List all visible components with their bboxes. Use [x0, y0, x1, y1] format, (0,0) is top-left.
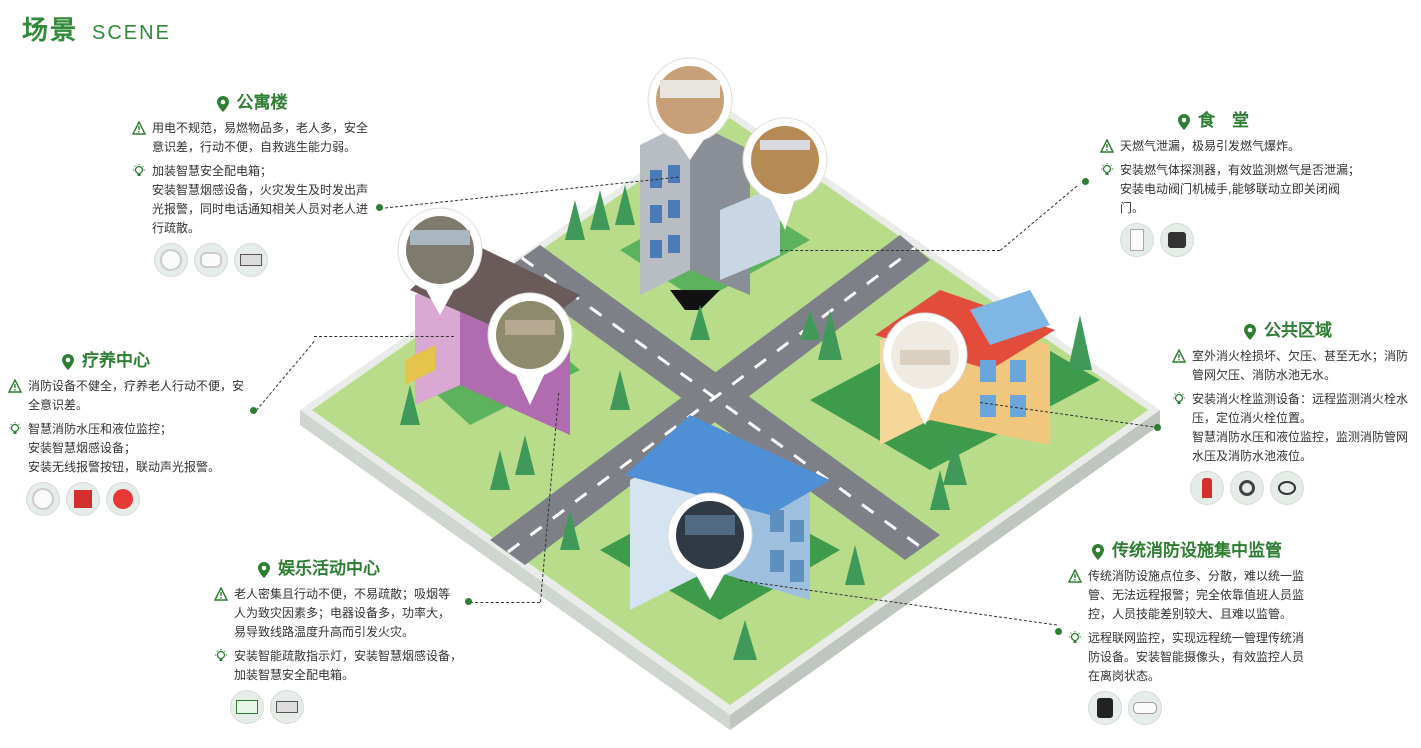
location-pin-icon	[216, 95, 229, 112]
panel-entertainment: 娱乐活动中心 老人密集且行动不便，不易疏散；吸烟等 人为致灾因素多；电器设备多，…	[214, 560, 464, 724]
lightbulb-icon	[1069, 631, 1081, 643]
panel-title-canteen: 食 堂	[1178, 112, 1360, 131]
location-pin-icon	[1092, 543, 1104, 560]
panel-title-care: 疗养中心	[62, 352, 248, 371]
distribution-box-icon	[234, 243, 268, 277]
callout-dot-canteen	[1082, 178, 1089, 185]
warning-text: 天燃气泄漏，极易引发燃气爆炸。	[1120, 139, 1301, 153]
panel-title-public: 公共区域	[1244, 322, 1412, 341]
callout-dot-firefacility	[1055, 628, 1062, 635]
warning-text: 室外消火栓损坏、欠压、甚至无水；消防 管网欠压、消防水池无水。	[1192, 349, 1409, 382]
callout-line-care-b	[314, 336, 454, 337]
callout-dot-public	[1154, 424, 1161, 431]
panel-title-entertainment: 娱乐活动中心	[258, 560, 464, 579]
callout-dot-care	[250, 407, 257, 414]
warning-icon	[132, 121, 146, 135]
lightbulb-icon	[1101, 163, 1113, 175]
panel-care: 疗养中心 消防设备不健全，疗养老人行动不便，安 全意识差。 智慧消防水压和液位监…	[8, 352, 248, 516]
apartment-building	[620, 120, 810, 310]
warning-text: 老人密集且行动不便，不易疏散；吸烟等 人为致灾因素多；电器设备多，功率大， 易导…	[234, 587, 451, 639]
panel-firefacility: 传统消防设施集中监管 传统消防设施点位多、分散，难以统一监 管、无法远程报警；完…	[1068, 542, 1318, 725]
warning-text: 消防设备不健全，疗养老人行动不便，安 全意识差。	[28, 379, 245, 412]
smoke-detector-icon	[26, 482, 60, 516]
page-subtitle: SCENE	[92, 22, 171, 44]
smoke-sensor-icon	[194, 243, 228, 277]
warning-icon	[1100, 139, 1114, 153]
city-scene-illustration	[290, 40, 1170, 740]
panel-canteen: 食 堂 天燃气泄漏，极易引发燃气爆炸。 安装燃气体探测器，有效监测燃气是否泄漏；…	[1100, 112, 1360, 257]
page-header: 场景 SCENE	[22, 10, 171, 47]
callout-dot-entertainment	[465, 598, 472, 605]
warning-text: 用电不规范，易燃物品多，老人多，安全 意识差，行动不便，自救逃生能力弱。	[152, 121, 369, 154]
callout-dot-apartment	[376, 204, 383, 211]
photo-pins	[397, 57, 968, 600]
valve-manipulator-icon	[1160, 223, 1194, 257]
solution-text: 远程联网监控，实现远程统一管理传统消 防设备。安装智能摄像头，有效监控人员 在离…	[1088, 631, 1305, 683]
warning-icon	[8, 379, 22, 393]
warning-icon	[214, 587, 228, 601]
location-pin-icon	[62, 353, 74, 370]
location-pin-icon	[1178, 113, 1190, 130]
callout-line-canteen	[780, 250, 1000, 251]
network-terminal-icon	[1088, 691, 1122, 725]
lightbulb-icon	[9, 422, 21, 434]
solution-text: 安装智能疏散指示灯，安装智慧烟感设备， 加装智慧安全配电箱。	[234, 649, 463, 682]
smoke-detector-icon	[154, 243, 188, 277]
alarm-button-icon	[66, 482, 100, 516]
lightbulb-icon	[1173, 392, 1185, 404]
gas-detector-icon	[1120, 223, 1154, 257]
callout-line-entertainment	[470, 602, 540, 603]
pressure-monitor-icon	[1230, 471, 1264, 505]
sound-light-alarm-icon	[106, 482, 140, 516]
evacuation-sign-icon	[230, 690, 264, 724]
panel-title-apartment: 公寓楼	[132, 94, 372, 113]
location-pin-icon	[258, 561, 270, 578]
solution-text: 安装燃气体探测器，有效监测燃气是否泄漏； 安装电动阀门机械手,能够联动立即关闭阀…	[1120, 163, 1361, 215]
warning-icon	[1068, 569, 1082, 583]
lightbulb-icon	[133, 164, 145, 176]
warning-text: 传统消防设施点位多、分散，难以统一监 管、无法远程报警；完全依靠值班人员监 控，…	[1088, 569, 1305, 621]
panel-public: 公共区域 室外消火栓损坏、欠压、甚至无水；消防 管网欠压、消防水池无水。 安装消…	[1172, 322, 1412, 505]
lightbulb-icon	[215, 649, 227, 661]
page-title: 场景	[22, 16, 79, 46]
solution-text: 安装消火栓监测设备：远程监测消火栓水 压，定位消火栓位置。 智慧消防水压和液位监…	[1192, 392, 1409, 463]
smart-camera-icon	[1128, 691, 1162, 725]
panel-apartment: 公寓楼 用电不规范，易燃物品多，老人多，安全 意识差，行动不便，自救逃生能力弱。…	[132, 94, 372, 277]
fire-hydrant-icon	[1190, 471, 1224, 505]
distribution-box-icon	[270, 690, 304, 724]
panel-title-firefacility: 传统消防设施集中监管	[1092, 542, 1318, 561]
location-pin-icon	[1244, 323, 1256, 340]
solution-text: 智慧消防水压和液位监控； 安装智慧烟感设备； 安装无线报警按钮，联动声光报警。	[28, 422, 221, 474]
solution-text: 加装智慧安全配电箱； 安装智慧烟感设备，火灾发生及时发出声 光报警，同时电话通知…	[152, 164, 369, 235]
warning-icon	[1172, 349, 1186, 363]
level-sensor-icon	[1270, 471, 1304, 505]
